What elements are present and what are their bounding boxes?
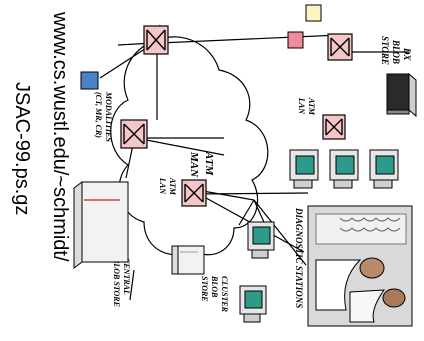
dx-blob-store-label-3: STORE	[380, 36, 390, 65]
atm-lan-top-label-2: LAN	[297, 97, 306, 115]
central-blob-store-label-1: CENTRAL	[122, 258, 131, 295]
atm-lan-bottom-label-1: ATM	[168, 177, 177, 196]
atm-switch	[328, 34, 352, 60]
workstation-icon	[290, 150, 318, 188]
modality-cr	[81, 72, 98, 89]
modality-mr	[288, 32, 303, 48]
modalities-label-1: MODALITIES	[104, 91, 113, 142]
cluster-blob-store-icon	[172, 246, 204, 274]
dx-blob-store-label-2: BLOB	[391, 39, 401, 64]
cluster-blob-store-label-3: STORE	[200, 276, 209, 302]
atm-switch	[144, 26, 168, 54]
cluster-blob-store-label-1: CLUSTER	[220, 276, 229, 313]
dx-blob-store-label-1: DX	[402, 47, 412, 61]
atm-switch	[121, 120, 147, 148]
workstation-icon	[330, 150, 358, 188]
workstation-icon	[240, 286, 266, 322]
atm-lan-top-label-1: ATM	[307, 97, 316, 116]
atm-man-label-1: ATM	[203, 151, 215, 176]
atm-lan-bottom-label-2: LAN	[158, 177, 167, 195]
url-line-2: JSAC-99.ps.gz	[11, 82, 33, 215]
workstation-icon	[248, 222, 274, 258]
diagnostic-stations-photo	[308, 206, 412, 326]
modality-ct	[306, 5, 321, 21]
atm-switch	[323, 115, 345, 139]
atm-switch	[182, 180, 206, 206]
workstation-icon	[370, 150, 398, 188]
central-blob-store-icon	[74, 182, 128, 268]
atm-man-label-2: MAN	[188, 151, 200, 178]
url-line-1: www.cs.wustl.edu/~schmidt/	[49, 11, 71, 262]
diagnostic-stations-label: DIAGNOSTIC STATIONS	[294, 207, 304, 308]
modalities-label-2: (CT, MR, CR)	[94, 92, 103, 138]
dx-blob-store-icon	[387, 74, 416, 116]
cluster-blob-store-label-2: BLOB	[210, 275, 219, 298]
central-blob-store-label-2: BLOB STORE	[112, 257, 121, 307]
